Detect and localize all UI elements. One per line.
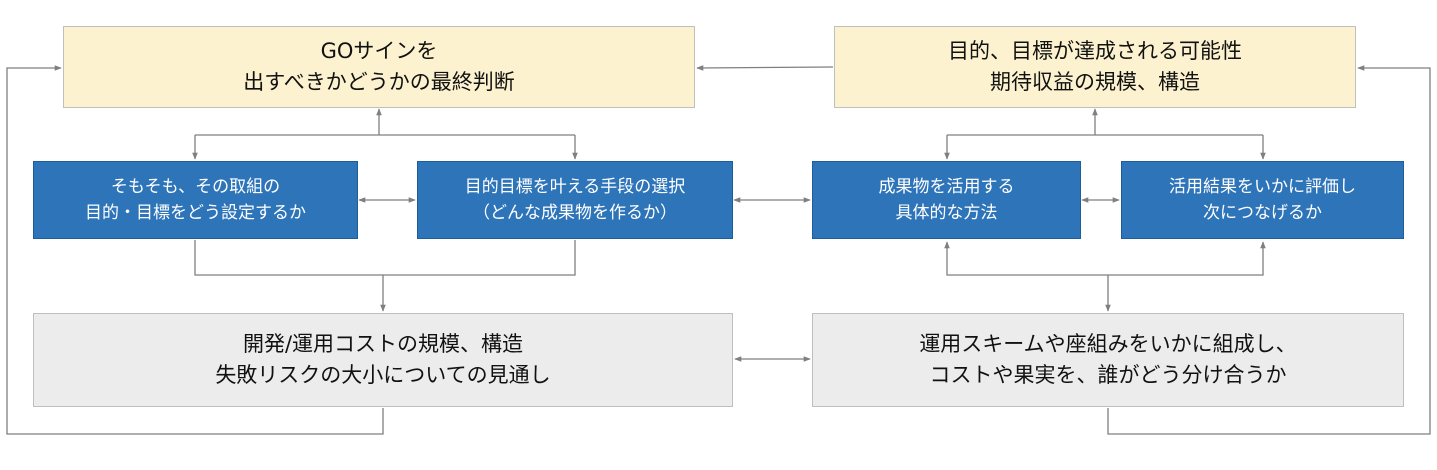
connector-possibility-go bbox=[696, 65, 834, 71]
utilization-method-box: 成果物を活用する 具体的な方法 bbox=[812, 161, 1081, 239]
go-decision-line-1: GOサインを bbox=[320, 39, 438, 63]
possibility-line-2: 期待収益の規模、構造 bbox=[990, 70, 1200, 94]
operation-scheme-line-1: 運用スキームや座組みをいかに組成し、 bbox=[919, 332, 1297, 356]
objective-setting-box: そもそも、その取組の 目的・目標をどう設定するか bbox=[33, 161, 358, 239]
connector-left-merge bbox=[194, 240, 576, 276]
possibility-line-1: 目的、目標が達成される可能性 bbox=[948, 39, 1242, 63]
connector-right-feedback bbox=[1107, 65, 1431, 435]
connector-left-feedback bbox=[6, 65, 384, 435]
result-evaluation-line-1: 活用結果をいかに評価し bbox=[1169, 177, 1356, 197]
result-evaluation-line-2: 次につなげるか bbox=[1203, 203, 1322, 223]
cost-risk-line-2: 失敗リスクの大小についての見通し bbox=[215, 363, 551, 387]
connector-right-merge bbox=[944, 241, 1266, 276]
go-decision-line-2: 出すべきかどうかの最終判断 bbox=[243, 70, 515, 94]
result-evaluation-box: 活用結果をいかに評価し 次につなげるか bbox=[1121, 161, 1404, 239]
objective-setting-line-1: そもそも、その取組の bbox=[110, 177, 281, 197]
objective-setting-line-2: 目的・目標をどう設定するか bbox=[85, 203, 306, 223]
cost-risk-line-1: 開発/運用コストの規模、構造 bbox=[242, 332, 524, 356]
operation-scheme-line-2: コストや果実を、誰がどう分け合うか bbox=[929, 363, 1287, 387]
means-selection-line-1: 目的目標を叶える手段の選択 bbox=[464, 177, 686, 197]
means-selection-box: 目的目標を叶える手段の選択 （どんな成果物を作るか） bbox=[417, 161, 733, 239]
cost-risk-box: 開発/運用コストの規模、構造 失敗リスクの大小についての見通し bbox=[33, 313, 733, 407]
possibility-box: 目的、目標が達成される可能性 期待収益の規模、構造 bbox=[834, 26, 1356, 108]
operation-scheme-box: 運用スキームや座組みをいかに組成し、 コストや果実を、誰がどう分け合うか bbox=[812, 313, 1404, 407]
utilization-method-line-1: 成果物を活用する bbox=[878, 177, 1015, 197]
go-decision-box: GOサインを 出すべきかどうかの最終判断 bbox=[63, 26, 695, 108]
means-selection-line-2: （どんな成果物を作るか） bbox=[473, 203, 677, 223]
utilization-method-line-2: 具体的な方法 bbox=[895, 203, 998, 223]
